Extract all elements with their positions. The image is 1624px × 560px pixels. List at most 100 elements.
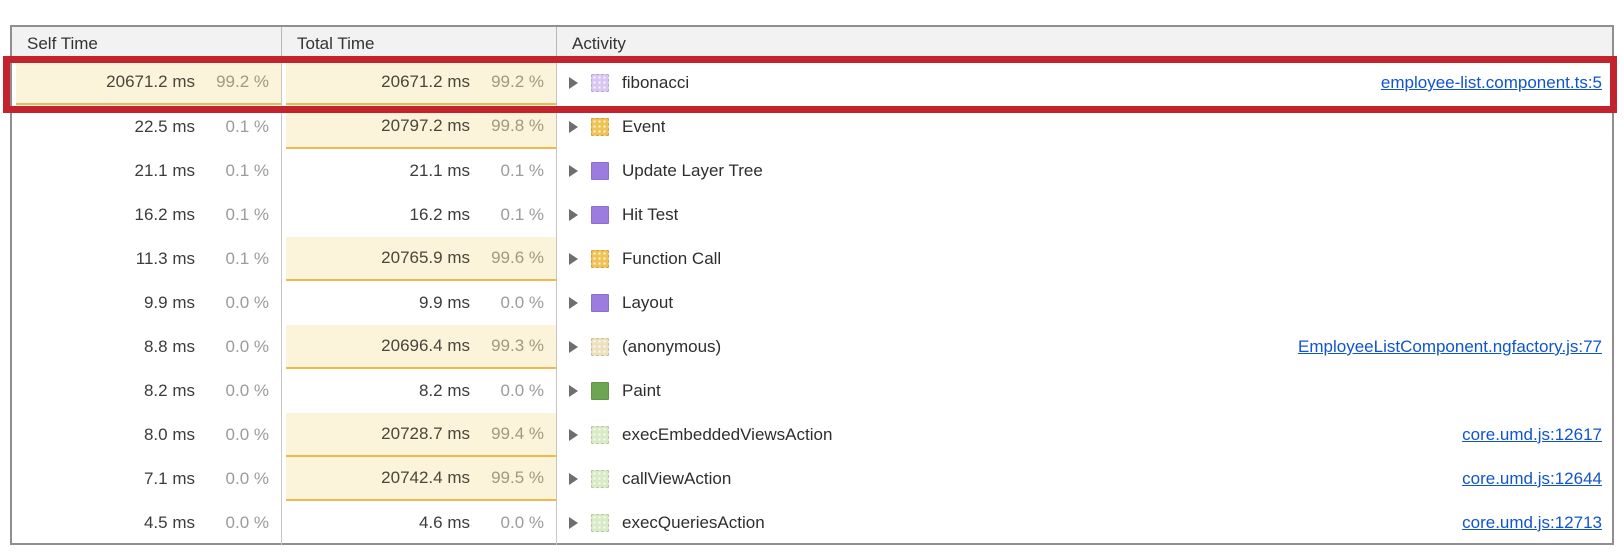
expand-arrow-icon[interactable]: [569, 517, 578, 529]
self-time-value: 21.1 ms: [134, 161, 195, 180]
total-time-cell: 16.2 ms 0.1 %: [282, 193, 557, 237]
total-time-value: 20728.7 ms: [381, 424, 470, 443]
total-time-value: 8.2 ms: [418, 381, 470, 400]
self-time-value: 16.2 ms: [134, 205, 195, 224]
activity-cell: (anonymous) EmployeeListComponent.ngfact…: [557, 325, 1612, 369]
total-time-value: 21.1 ms: [409, 161, 470, 180]
total-time-cell: 20728.7 ms 99.4 %: [282, 413, 557, 457]
expand-arrow-icon[interactable]: [569, 165, 578, 177]
activity-label: Hit Test: [622, 205, 679, 224]
self-time-percent: 0.0 %: [225, 425, 269, 444]
expand-arrow-icon[interactable]: [569, 121, 578, 133]
total-time-percent: 99.8 %: [491, 116, 544, 135]
activity-label: Function Call: [622, 249, 722, 268]
total-time-cell: 20742.4 ms 99.5 %: [282, 457, 557, 501]
table-row[interactable]: 22.5 ms 0.1 % 20797.2 ms 99.8 % Event: [12, 105, 1612, 149]
total-time-cell: 4.6 ms 0.0 %: [282, 501, 557, 545]
activity-label: Layout: [622, 293, 674, 312]
self-time-percent: 0.0 %: [225, 513, 269, 532]
total-time-percent: 0.0 %: [500, 381, 544, 400]
total-time-percent: 99.5 %: [491, 468, 544, 487]
table-row[interactable]: 8.0 ms 0.0 % 20728.7 ms 99.4 % execEmbed…: [12, 413, 1612, 457]
total-time-cell: 9.9 ms 0.0 %: [282, 281, 557, 325]
total-time-percent: 0.1 %: [500, 205, 544, 224]
rendering-category-icon: [591, 206, 609, 224]
self-time-cell: 11.3 ms 0.1 %: [12, 237, 282, 281]
self-time-cell: 8.2 ms 0.0 %: [12, 369, 282, 413]
source-link[interactable]: core.umd.js:12713: [1462, 513, 1602, 532]
total-time-percent: 99.2 %: [491, 72, 544, 91]
total-time-percent: 0.0 %: [500, 293, 544, 312]
self-time-percent: 0.1 %: [225, 249, 269, 268]
script-category-icon: [591, 426, 609, 444]
column-header-activity[interactable]: Activity: [557, 27, 1612, 60]
activity-cell: Function Call: [557, 237, 1612, 281]
total-time-value: 20765.9 ms: [381, 248, 470, 267]
table-row[interactable]: 8.8 ms 0.0 % 20696.4 ms 99.3 % (anonymou…: [12, 325, 1612, 369]
total-time-cell: 20696.4 ms 99.3 %: [282, 325, 557, 369]
table-row[interactable]: 21.1 ms 0.1 % 21.1 ms 0.1 % Update Layer…: [12, 149, 1612, 193]
table-row[interactable]: 20671.2 ms 99.2 % 20671.2 ms 99.2 % fibo…: [12, 61, 1612, 105]
total-time-cell: 20671.2 ms 99.2 %: [282, 61, 557, 105]
activity-label: execEmbeddedViewsAction: [622, 425, 833, 444]
self-time-cell: 7.1 ms 0.0 %: [12, 457, 282, 501]
expand-arrow-icon[interactable]: [569, 429, 578, 441]
self-time-value: 20671.2 ms: [106, 72, 195, 91]
expand-arrow-icon[interactable]: [569, 385, 578, 397]
total-time-cell: 20765.9 ms 99.6 %: [282, 237, 557, 281]
activity-cell: Update Layer Tree: [557, 149, 1612, 193]
source-link[interactable]: core.umd.js:12644: [1462, 469, 1602, 488]
scripting-category-icon: [591, 74, 609, 92]
total-time-value: 9.9 ms: [418, 293, 470, 312]
table-row[interactable]: 4.5 ms 0.0 % 4.6 ms 0.0 % execQueriesAct…: [12, 501, 1612, 545]
total-time-value: 16.2 ms: [409, 205, 470, 224]
expand-arrow-icon[interactable]: [569, 253, 578, 265]
table-row[interactable]: 11.3 ms 0.1 % 20765.9 ms 99.6 % Function…: [12, 237, 1612, 281]
activity-cell: fibonacci employee-list.component.ts:5: [557, 61, 1612, 105]
activity-label: callViewAction: [622, 469, 732, 488]
table-row[interactable]: 16.2 ms 0.1 % 16.2 ms 0.1 % Hit Test: [12, 193, 1612, 237]
activity-cell: execEmbeddedViewsAction core.umd.js:1261…: [557, 413, 1612, 457]
activity-label: Paint: [622, 381, 661, 400]
painting-category-icon: [591, 382, 609, 400]
expand-arrow-icon[interactable]: [569, 473, 578, 485]
self-time-percent: 0.0 %: [225, 337, 269, 356]
table-body: 20671.2 ms 99.2 % 20671.2 ms 99.2 % fibo…: [12, 61, 1612, 545]
activity-label: fibonacci: [622, 73, 690, 92]
self-time-cell: 20671.2 ms 99.2 %: [12, 61, 282, 105]
table-header: Self Time Total Time Activity: [12, 27, 1612, 61]
script-category-icon: [591, 514, 609, 532]
self-time-percent: 0.1 %: [225, 205, 269, 224]
activity-cell: Layout: [557, 281, 1612, 325]
column-header-total-time[interactable]: Total Time: [282, 27, 557, 60]
expand-arrow-icon[interactable]: [569, 297, 578, 309]
expand-arrow-icon[interactable]: [569, 341, 578, 353]
total-time-value: 20797.2 ms: [381, 116, 470, 135]
column-header-self-time[interactable]: Self Time: [12, 27, 282, 60]
activity-cell: execQueriesAction core.umd.js:12713: [557, 501, 1612, 545]
table-row[interactable]: 7.1 ms 0.0 % 20742.4 ms 99.5 % callViewA…: [12, 457, 1612, 501]
source-link[interactable]: EmployeeListComponent.ngfactory.js:77: [1298, 337, 1602, 356]
self-time-percent: 0.1 %: [225, 117, 269, 136]
total-time-value: 4.6 ms: [418, 513, 470, 532]
self-time-value: 22.5 ms: [134, 117, 195, 136]
script-category-icon: [591, 338, 609, 356]
self-time-value: 8.0 ms: [143, 425, 195, 444]
total-time-percent: 0.0 %: [500, 513, 544, 532]
total-time-cell: 8.2 ms 0.0 %: [282, 369, 557, 413]
self-time-cell: 16.2 ms 0.1 %: [12, 193, 282, 237]
activity-cell: Event: [557, 105, 1612, 149]
expand-arrow-icon[interactable]: [569, 209, 578, 221]
expand-arrow-icon[interactable]: [569, 77, 578, 89]
column-header-label: Activity: [572, 33, 626, 53]
self-time-cell: 9.9 ms 0.0 %: [12, 281, 282, 325]
source-link[interactable]: employee-list.component.ts:5: [1380, 73, 1602, 92]
source-link[interactable]: core.umd.js:12617: [1462, 425, 1602, 444]
total-time-value: 20696.4 ms: [381, 336, 470, 355]
total-time-cell: 21.1 ms 0.1 %: [282, 149, 557, 193]
bottom-up-table: Self Time Total Time Activity 20671.2 ms…: [10, 25, 1614, 545]
table-row[interactable]: 9.9 ms 0.0 % 9.9 ms 0.0 % Layout: [12, 281, 1612, 325]
table-row[interactable]: 8.2 ms 0.0 % 8.2 ms 0.0 % Paint: [12, 369, 1612, 413]
self-time-cell: 22.5 ms 0.1 %: [12, 105, 282, 149]
self-time-value: 8.8 ms: [143, 337, 195, 356]
